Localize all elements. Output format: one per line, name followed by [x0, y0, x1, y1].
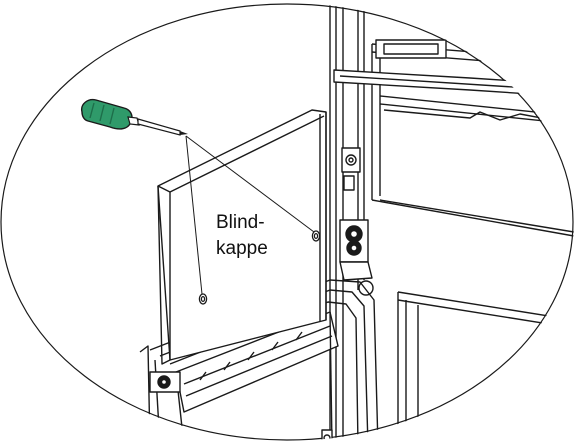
- blind-cap-icon: [198, 230, 321, 305]
- blind-cap-label: Blind- kappe: [216, 211, 268, 261]
- door-hinge: [339, 147, 374, 296]
- screwdriver-icon: [81, 98, 188, 136]
- blind-cap-label-line2: kappe: [216, 238, 268, 259]
- blind-cap-label-line1: Blind-: [216, 212, 265, 233]
- leader-lines: [185, 135, 315, 295]
- door-frame: [139, 279, 379, 441]
